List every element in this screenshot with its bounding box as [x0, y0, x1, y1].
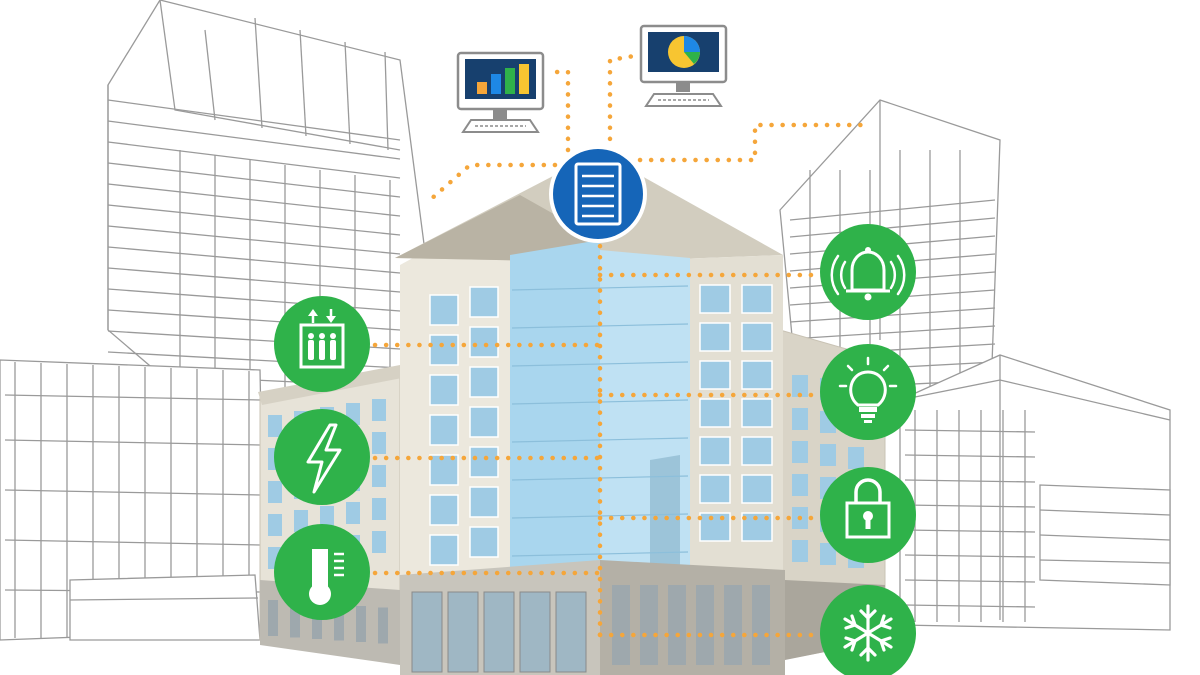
- pie-chart-monitor-icon: [639, 24, 728, 107]
- snowflake-icon: [820, 585, 916, 675]
- background-sketch-buildings: [0, 0, 1171, 641]
- elevator-icon: [274, 296, 370, 392]
- bar-chart-monitor-icon: [456, 51, 545, 133]
- connector-lines: [372, 52, 873, 638]
- thermometer-icon: [274, 524, 370, 620]
- security-lock-icon: [820, 467, 916, 563]
- left-tall-tower-sketch: [107, 0, 431, 401]
- alarm-bell-icon: [820, 224, 916, 320]
- light-bulb-icon: [820, 344, 916, 440]
- server-rack-icon: [549, 145, 647, 243]
- right-low-building-sketch: [899, 354, 1171, 631]
- left-low-building-sketch: [0, 359, 266, 641]
- electricity-icon: [274, 409, 370, 505]
